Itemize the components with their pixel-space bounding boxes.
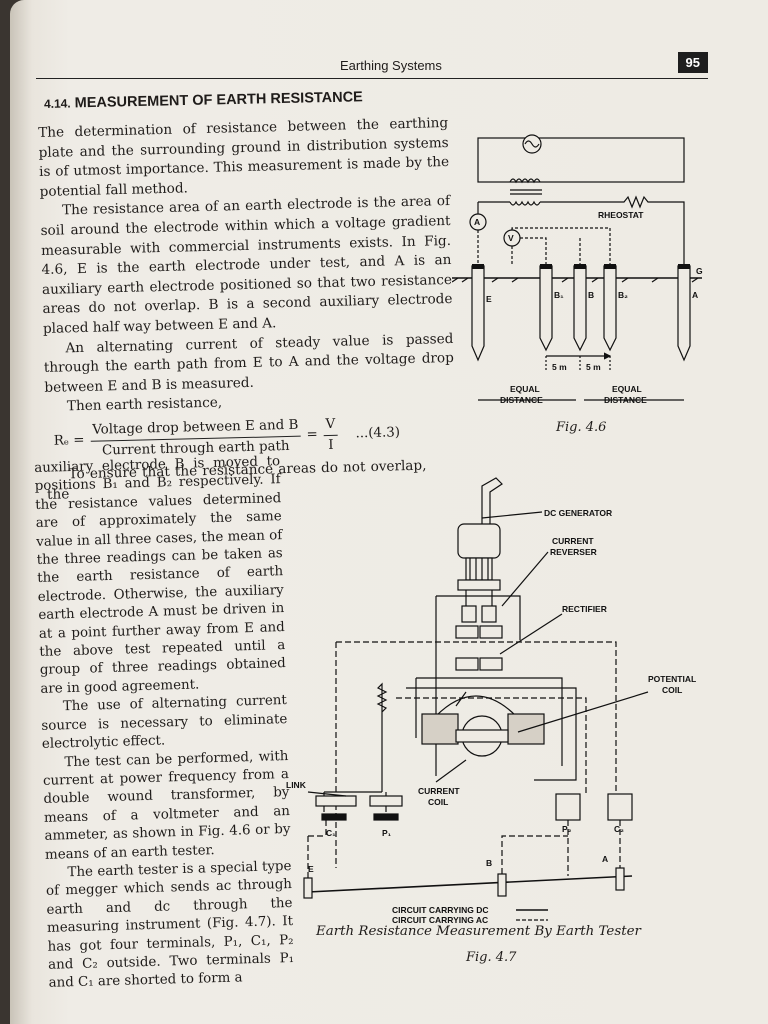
equation-number: ...(4.3)	[355, 425, 401, 442]
label-5m-2: 5 m	[586, 362, 601, 372]
figure-4-6-diagram: RHEOSTAT A V E B₁ B B₂ A G 5 m 5 m EQUAL…	[452, 134, 703, 405]
paragraph: The resistance area of an earth electrod…	[40, 193, 453, 337]
label-link: LINK	[286, 780, 307, 790]
resistor-icon	[376, 682, 388, 776]
label-e-4-7: E	[308, 864, 314, 874]
transformer-primary-icon	[509, 178, 541, 184]
label-5m-1: 5 m	[552, 362, 567, 372]
dc-generator-icon	[457, 523, 501, 559]
label-e: E	[486, 294, 492, 304]
label-current-coil-1: CURRENT	[418, 786, 460, 796]
terminal-p1	[369, 795, 403, 807]
magnet-right	[507, 713, 545, 745]
label-b: B	[588, 290, 594, 300]
supply-loop	[477, 137, 685, 183]
terminal-p2	[555, 793, 581, 821]
legend-dc-label: CIRCUIT CARRYING DC	[392, 905, 489, 915]
label-potential-coil-1: POTENTIAL	[648, 674, 696, 684]
text-column-narrow: auxiliary electrode B is moved to positi…	[34, 453, 295, 993]
label-equal-1: EQUAL	[510, 384, 540, 394]
electrode-b	[573, 265, 587, 352]
paragraph-continued: auxiliary electrode B is moved to positi…	[34, 454, 287, 697]
fig-4-6-caption: Fig. 4.6	[556, 420, 607, 435]
formula-vi-fraction: V I	[323, 414, 338, 456]
transformer-secondary-icon	[509, 200, 541, 206]
sine-wave-icon	[524, 140, 540, 148]
section-number: 4.14.	[43, 96, 71, 111]
label-equal-2: EQUAL	[612, 384, 642, 394]
book-page	[10, 0, 768, 1024]
rectifier-icon	[455, 625, 479, 639]
label-current-reverser-1: CURRENT	[552, 536, 594, 546]
crank-handle-icon	[481, 477, 503, 536]
label-rheostat: RHEOSTAT	[598, 210, 644, 220]
current-coil-icon	[455, 729, 509, 743]
figure-4-7-diagram: DC GENERATOR CURRENT REVERSER RECTIFIER …	[286, 477, 696, 925]
electrode-a-4-7	[615, 867, 625, 891]
formula-equals: =	[306, 427, 319, 443]
legend-ac-label: CIRCUIT CARRYING AC	[392, 915, 488, 925]
label-g: G	[696, 266, 703, 276]
label-b-4-7: B	[486, 858, 492, 868]
label-current-coil-2: COIL	[428, 797, 448, 807]
label-a: A	[692, 290, 698, 300]
current-reverser-icon	[461, 605, 477, 623]
terminal-c1	[315, 795, 357, 807]
paragraph: auxiliary electrode B is moved to positi…	[34, 453, 287, 699]
electrode-b-4-7	[497, 873, 507, 897]
running-head: Earthing Systems	[340, 58, 442, 73]
electrode-b1	[539, 265, 553, 352]
label-p2: P₂	[562, 824, 572, 834]
label-ammeter: A	[474, 217, 480, 227]
label-current-reverser-2: REVERSER	[550, 547, 597, 557]
electrode-b2	[603, 265, 617, 352]
rheostat-icon	[478, 195, 685, 266]
label-b1: B₁	[554, 290, 564, 300]
label-distance-1: DISTANCE	[500, 395, 543, 405]
electrode-e	[471, 265, 485, 362]
text-column-top: The determination of resistance between …	[38, 114, 457, 505]
electrode-e-4-7	[303, 877, 313, 899]
label-voltmeter: V	[508, 233, 514, 243]
label-a-4-7: A	[602, 854, 608, 864]
ground-line-4-7	[307, 875, 633, 893]
label-dc-generator: DC GENERATOR	[544, 508, 612, 518]
formula-v: V	[323, 414, 338, 436]
formula-lhs: Rₑ =	[53, 433, 85, 449]
label-distance-2: DISTANCE	[604, 395, 647, 405]
label-c2: C₂	[614, 824, 624, 834]
paragraph: The earth tester is a special type of me…	[45, 858, 295, 992]
label-p1: P₁	[382, 828, 392, 838]
paragraph: The use of alternating current source is…	[41, 693, 288, 752]
paragraph: The determination of resistance between …	[38, 114, 450, 200]
formula-i: I	[328, 437, 334, 453]
label-c1: C₁	[326, 828, 336, 838]
electrode-a	[677, 265, 691, 362]
paragraph: The test can be performed, with current …	[42, 748, 291, 863]
label-potential-coil-2: COIL	[662, 685, 682, 695]
terminal-c2	[607, 793, 633, 821]
pointer-scale-icon	[435, 691, 517, 717]
page-header: Earthing Systems 95	[36, 52, 708, 79]
label-b2: B₂	[618, 290, 628, 300]
paragraph: An alternating current of steady value i…	[43, 330, 455, 396]
page-number: 95	[677, 52, 708, 73]
fig-4-7-caption: Fig. 4.7	[466, 950, 517, 965]
fig-4-7-title: Earth Resistance Measurement By Earth Te…	[316, 924, 641, 939]
label-rectifier: RECTIFIER	[562, 604, 607, 614]
magnet-left	[421, 713, 459, 745]
